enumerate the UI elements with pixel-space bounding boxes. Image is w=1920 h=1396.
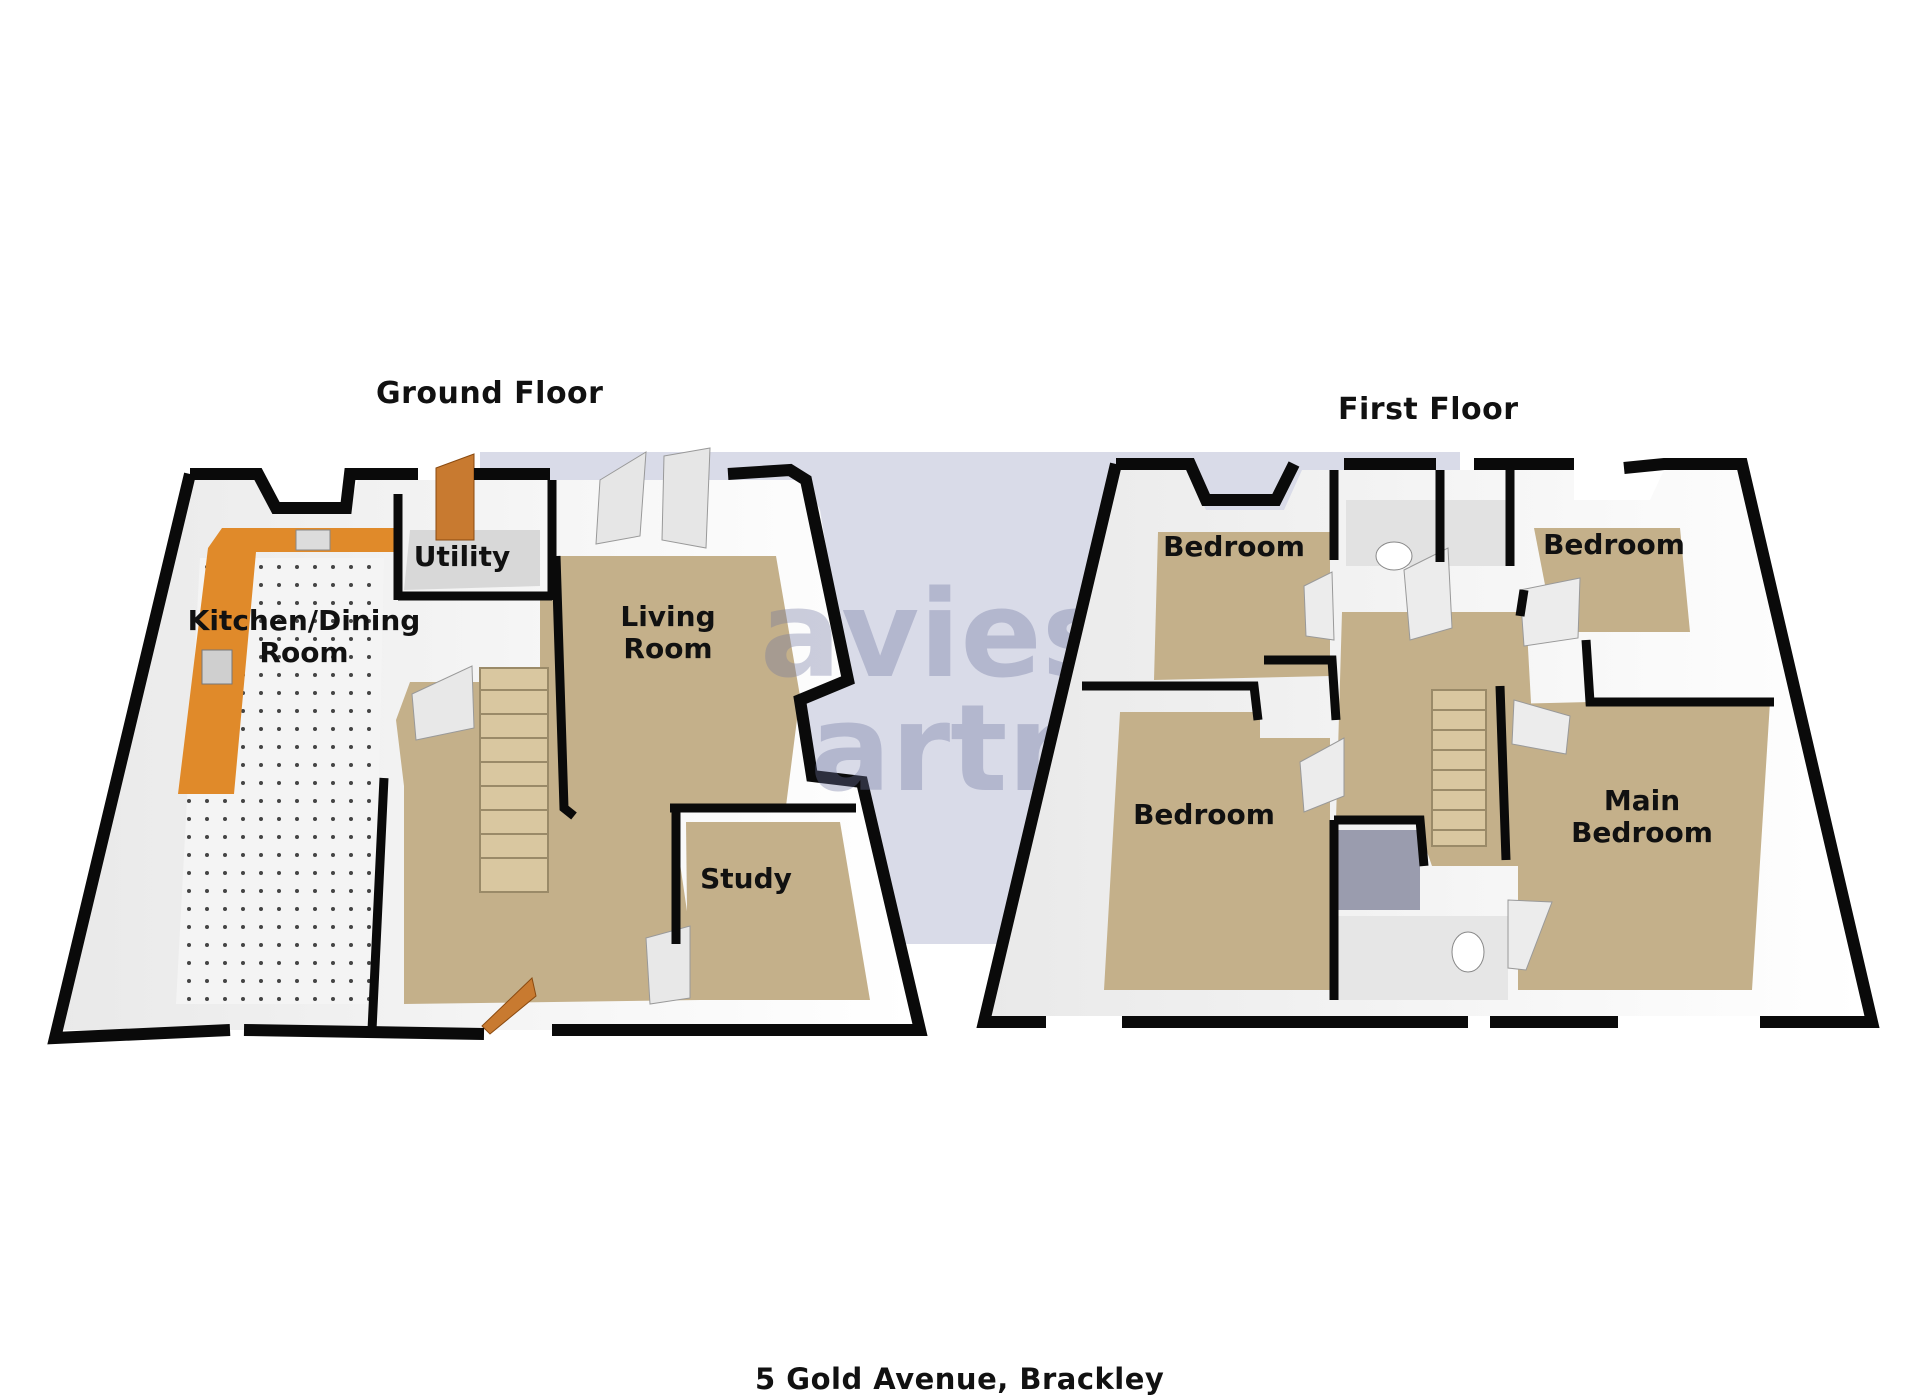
study-floor — [686, 822, 870, 1000]
study-door — [645, 925, 691, 1005]
bedroom-1-floor — [1154, 532, 1330, 680]
kitchen-worktop — [178, 528, 396, 794]
room-label-bedroom-3: Bedroom — [1133, 798, 1275, 831]
room-label-main-bedroom-line2: Bedroom — [1571, 816, 1713, 849]
room-label-bedroom-1: Bedroom — [1163, 530, 1305, 563]
main-bedroom-floor — [1506, 702, 1770, 990]
room-label-kitchen-dining-line1: Kitchen/Dining — [188, 604, 421, 637]
ground-floor-title: Ground Floor — [376, 376, 604, 411]
first-floor-stairs — [1431, 689, 1487, 847]
ground-floor-plan: Kitchen/Dining Room Utility Living Room … — [47, 447, 928, 1045]
bedroom-1-door — [1303, 571, 1335, 641]
ground-floor-stairs — [479, 667, 549, 893]
ground-floor-outer-walls — [47, 463, 928, 1045]
main-bedroom-door — [1511, 699, 1571, 755]
bathroom-floor — [1346, 500, 1510, 566]
ensuite-door — [1507, 899, 1553, 971]
hall-door — [411, 665, 475, 741]
room-label-kitchen-dining-line2: Room — [259, 636, 348, 669]
room-label-utility: Utility — [414, 540, 511, 573]
wc-lower — [1451, 931, 1485, 973]
shower-room-floor — [1334, 830, 1420, 910]
bedroom-3-door — [1299, 737, 1345, 813]
utility-floor — [404, 530, 540, 590]
first-floor-inner-walls — [1082, 470, 1774, 1000]
kitchen-sink — [295, 529, 331, 551]
front-door — [435, 453, 475, 541]
first-floor-title: First Floor — [1338, 392, 1519, 427]
bedroom-3-floor — [1104, 712, 1330, 990]
first-floor-outer-walls — [976, 458, 1880, 1028]
kitchen-hob — [201, 649, 233, 685]
room-label-bedroom-2: Bedroom — [1543, 528, 1685, 561]
first-floor-plan: Bedroom Bedroom Bedroom Main Bedroom — [976, 458, 1880, 1028]
porch-door — [481, 977, 537, 1035]
patio-door-right — [661, 447, 711, 549]
room-label-study: Study — [700, 862, 792, 895]
room-label-living-line1: Living — [620, 600, 715, 633]
bathroom-door — [1403, 547, 1453, 641]
bedroom-2-door — [1519, 577, 1581, 647]
room-label-main-bedroom-line1: Main — [1604, 784, 1680, 817]
wc-upper — [1375, 541, 1413, 571]
patio-door-left — [595, 451, 647, 545]
ground-floor-inner-walls — [367, 480, 856, 1031]
room-label-living-line2: Room — [623, 632, 712, 665]
property-address: 5 Gold Avenue, Brackley — [755, 1362, 1165, 1396]
